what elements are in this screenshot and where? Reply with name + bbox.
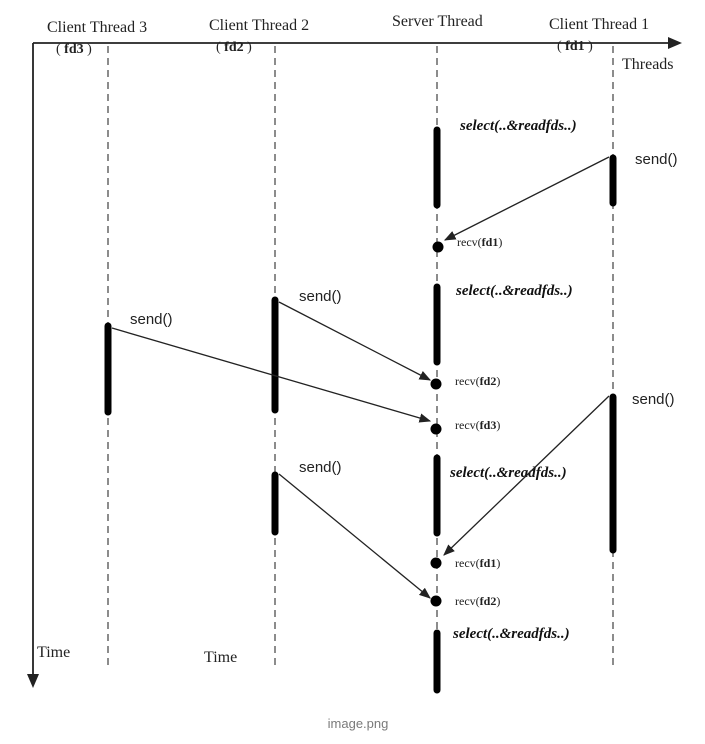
send-label-client3: send(): [130, 311, 173, 328]
header-fd2: ( fd2 ): [216, 40, 252, 55]
select-label-4: select(..&readfds..): [452, 626, 570, 642]
threads-axis-label: Threads: [622, 56, 674, 73]
header-fd1: ( fd1 ): [557, 39, 593, 54]
time-axis-label: Time: [37, 644, 70, 661]
send-label-client1-1: send(): [635, 151, 678, 168]
send-label-client2-2: send(): [299, 459, 342, 476]
message-arrow-client1-to-server-2: [443, 395, 610, 556]
recv-dot-1: [432, 241, 444, 253]
recv-dot-2: [430, 378, 442, 390]
message-arrow-client1-to-server-1: [443, 156, 610, 241]
fd3-label: fd3: [64, 42, 83, 57]
header-client-thread-3: Client Thread 3: [47, 19, 147, 36]
recv-label-2: recv(fd2): [455, 374, 500, 388]
fd2-label: fd2: [224, 40, 243, 55]
message-arrow-client3-to-server: [111, 327, 432, 423]
time-label-2: Time: [204, 649, 237, 666]
select-label-1: select(..&readfds..): [459, 118, 577, 134]
message-arrow-client2-to-server-2: [278, 473, 431, 599]
header-client-thread-1: Client Thread 1: [549, 16, 649, 33]
header-fd3: ( fd3 ): [56, 42, 92, 57]
send-label-client1-2: send(): [632, 391, 675, 408]
message-arrow-client2-to-server-1: [278, 301, 432, 381]
select-label-2: select(..&readfds..): [455, 283, 573, 299]
time-axis-arrow: [27, 674, 39, 688]
recv-label-3: recv(fd3): [455, 418, 500, 432]
recv-label-1: recv(fd1): [457, 235, 502, 249]
image-caption: image.png: [328, 716, 389, 731]
select-label-3: select(..&readfds..): [449, 465, 567, 481]
fd1-label: fd1: [565, 39, 584, 54]
send-label-client2-1: send(): [299, 288, 342, 305]
recv-label-4: recv(fd1): [455, 556, 500, 570]
header-server-thread: Server Thread: [392, 13, 483, 30]
header-client-thread-2: Client Thread 2: [209, 17, 309, 34]
recv-label-5: recv(fd2): [455, 594, 500, 608]
recv-dot-3: [430, 423, 442, 435]
threads-axis-arrow: [668, 37, 682, 49]
recv-dot-4: [430, 557, 442, 569]
recv-dot-5: [430, 595, 442, 607]
